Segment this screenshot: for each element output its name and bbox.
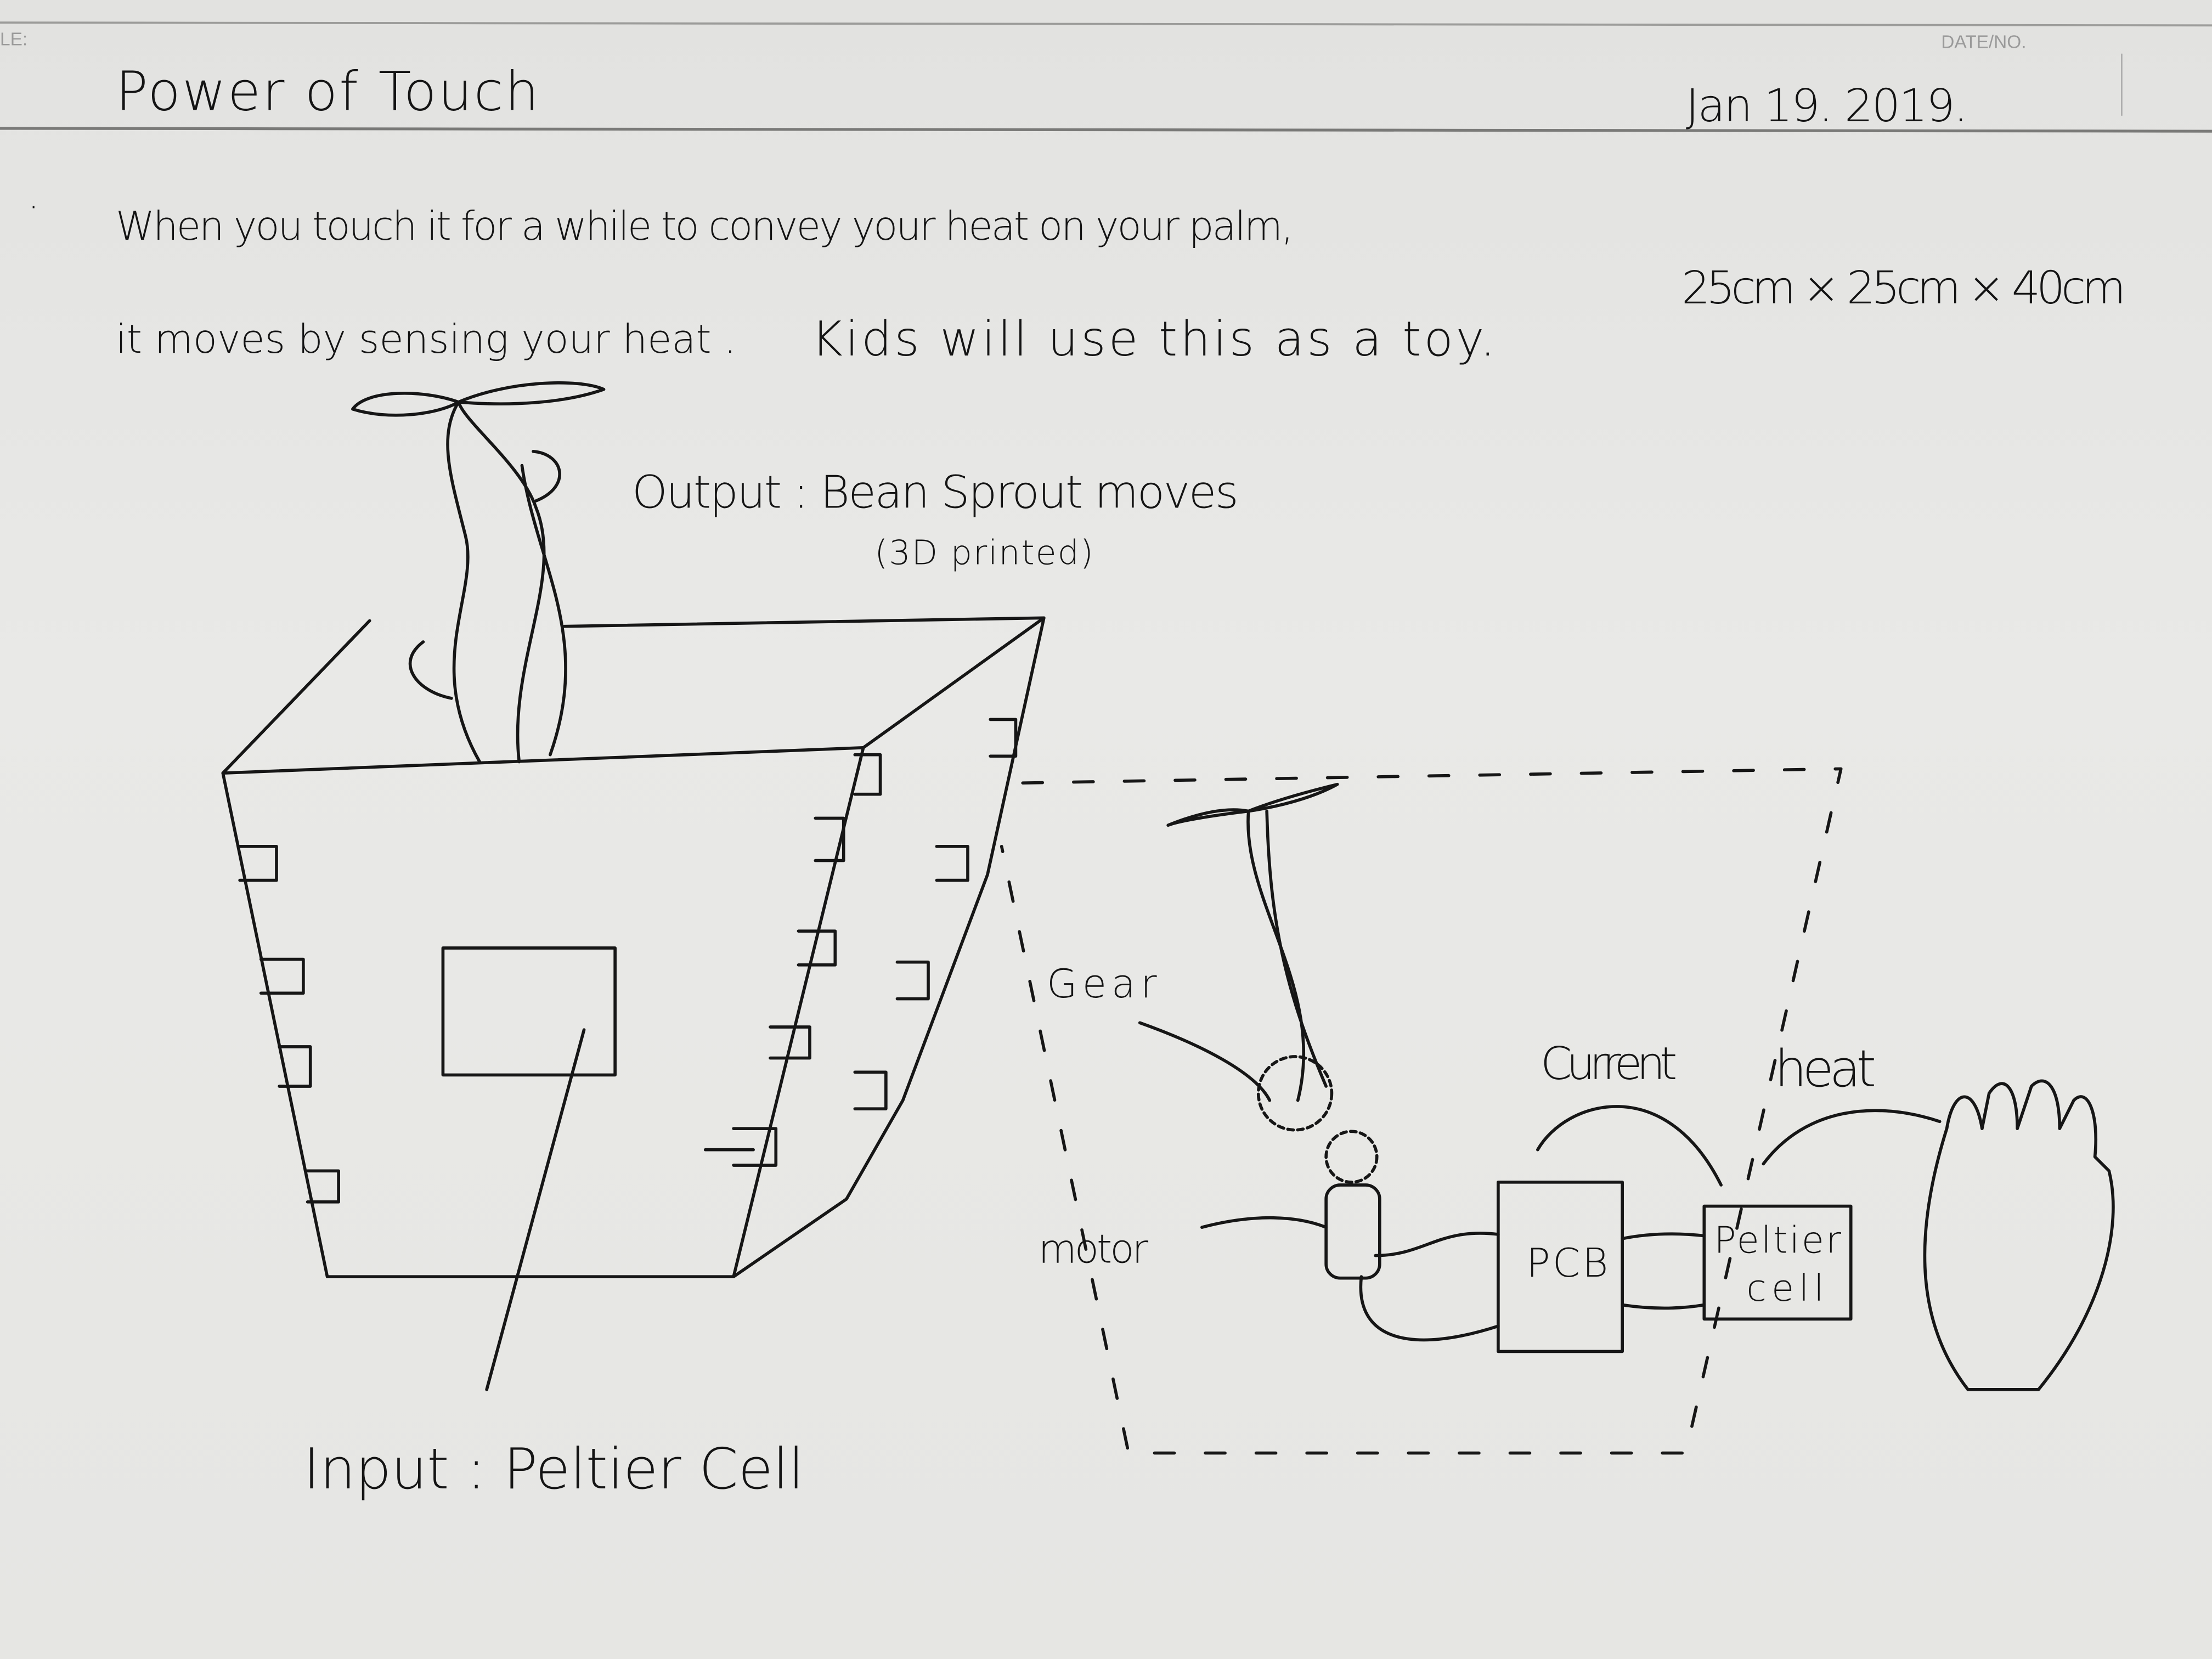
page-title: Power of Touch [116, 61, 539, 123]
hand-icon [1923, 1079, 2115, 1391]
peltier-cell-box [1702, 1204, 1853, 1321]
header-top-rule [0, 21, 2212, 27]
gear-label: Gear [1047, 961, 1157, 1007]
description-line-2b: Kids will use this as a toy. [811, 311, 1496, 367]
header-left-label: LE: [0, 29, 27, 49]
planter-box-drawing [221, 616, 1046, 1391]
output-note: (3D printed) [874, 533, 1093, 573]
pcb-box [1497, 1181, 1624, 1353]
mechanism-drawing [1138, 782, 2115, 1391]
dimensions-text: 25cm × 25cm × 40cm [1681, 262, 2126, 314]
peltier-label-2: cell [1746, 1267, 1824, 1310]
motor-icon [1324, 1183, 1381, 1280]
pcb-label: PCB [1526, 1240, 1608, 1286]
gear-1-icon [1256, 1055, 1334, 1132]
bullet-dot: · [28, 188, 39, 227]
motor-label: motor [1039, 1226, 1149, 1272]
current-label: Current [1541, 1038, 1677, 1090]
input-label: Input : Peltier Cell [303, 1437, 804, 1502]
header-date-label: DATE/NO. [1941, 32, 2026, 52]
peltier-label-1: Peltier [1714, 1218, 1841, 1261]
page-date: Jan 19. 2019. [1686, 80, 1968, 132]
description-line-1: When you touch it for a while to convey … [116, 203, 1294, 249]
bean-sprout-drawing [351, 381, 606, 764]
gear-2-icon [1324, 1130, 1379, 1184]
inset-dashed-outline [1000, 767, 1843, 1455]
description-line-2a: it moves by sensing your heat . [116, 316, 736, 362]
heat-label: heat [1775, 1039, 1876, 1098]
output-label: Output : Bean Sprout moves [632, 467, 1239, 519]
header-bottom-rule [0, 127, 2212, 133]
